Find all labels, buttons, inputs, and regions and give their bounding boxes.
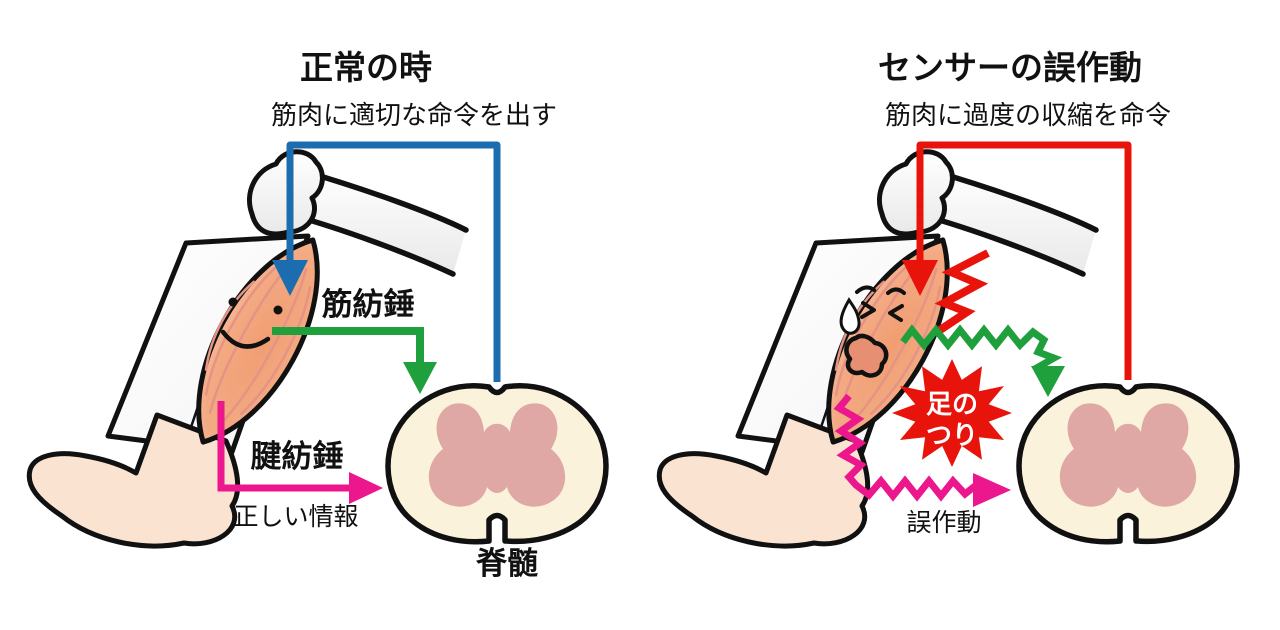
distressed-face bbox=[839, 285, 906, 378]
arrowhead bbox=[349, 472, 383, 504]
tear-drop-icon bbox=[839, 297, 861, 335]
closed-eye bbox=[860, 301, 876, 319]
tendon-signal-arrow-pink bbox=[217, 401, 383, 504]
panel-subtitle: 筋肉に過度の収縮を命令 bbox=[885, 100, 1171, 130]
spasm-zigzag-icon bbox=[934, 249, 990, 334]
panel-title: 正常の時 bbox=[300, 49, 432, 86]
malfunction-label: 誤作動 bbox=[906, 509, 981, 537]
sensor-error-arrow-green bbox=[900, 324, 1065, 397]
panel-subtitle: 筋肉に適切な命令を出す bbox=[271, 100, 557, 130]
command-arrow-blue bbox=[272, 141, 501, 382]
arrowhead bbox=[272, 260, 308, 296]
correct-info-label: 正しい情報 bbox=[233, 503, 358, 531]
cramp-label: 足の bbox=[926, 389, 978, 419]
eyebrow bbox=[886, 287, 906, 295]
happy-face bbox=[220, 297, 283, 349]
arrowhead bbox=[973, 473, 1011, 507]
panel-malfunction: センサーの誤作動 筋肉に過度の収縮を命令 足の つり bbox=[659, 49, 1237, 546]
command-arrow-red bbox=[902, 141, 1132, 380]
eye bbox=[273, 305, 283, 315]
spinal-cord-label: 脊髄 bbox=[475, 546, 538, 581]
panel-normal: 正常の時 筋肉に適切な命令を出す 筋紡錘 腱紡錘 正しい情報 脊髄 bbox=[29, 49, 606, 581]
tendon-error-arrow-pink bbox=[833, 393, 1011, 507]
spinal-cord-section bbox=[388, 386, 606, 542]
arrowhead bbox=[902, 260, 938, 296]
tendon-spindle-label: 腱紡錘 bbox=[251, 439, 344, 474]
muscle-spindle-label: 筋紡錘 bbox=[322, 287, 415, 322]
eyebrow bbox=[855, 285, 876, 294]
cramp-label: つり bbox=[926, 420, 978, 450]
cramp-starburst-icon: 足の つり bbox=[892, 359, 1012, 467]
panel-title: センサーの誤作動 bbox=[878, 49, 1142, 86]
sensor-signal-arrow-green bbox=[272, 327, 437, 394]
eye bbox=[228, 297, 238, 307]
open-mouth bbox=[844, 333, 889, 378]
smile-mouth bbox=[220, 329, 271, 349]
spinal-cord-section bbox=[1019, 386, 1237, 542]
arrowhead bbox=[403, 362, 437, 394]
arrowhead bbox=[1031, 366, 1065, 397]
closed-eye bbox=[888, 304, 904, 322]
